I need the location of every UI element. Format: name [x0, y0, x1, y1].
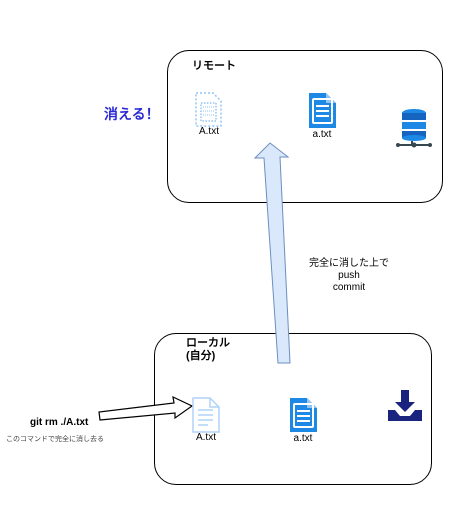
local-file-a-label: a.txt [293, 433, 313, 444]
disappear-note: 消える！ [104, 106, 160, 122]
command-caption: このコマンドで完全に消し去る [6, 436, 104, 443]
command-arrow [98, 395, 194, 421]
local-file-A-label: A.txt [195, 432, 216, 443]
remote-file-a-label: a.txt [312, 129, 332, 140]
push-note-line2: push [338, 270, 360, 281]
push-note-line3: commit [332, 282, 366, 293]
remote-box-title: リモート [192, 60, 236, 72]
local-box-title-line2: (自分) [186, 350, 216, 362]
command-text: git rm ./A.txt [30, 417, 89, 428]
download-tray-icon [388, 390, 422, 421]
remote-file-A-label: A.txt [198, 126, 219, 137]
local-file-A-ghost-document-icon [192, 397, 220, 433]
database-server-icon [396, 109, 432, 148]
local-box-title-line1: ローカル [186, 337, 230, 349]
remote-file-A-ghost-document-icon [195, 92, 222, 127]
push-note-line1: 完全に消した上で [309, 258, 389, 269]
local-file-a-document-icon [290, 398, 317, 432]
remote-file-a-document-icon [309, 93, 336, 128]
push-note: 完全に消した上で push commit [299, 258, 399, 294]
push-arrow [253, 142, 291, 364]
